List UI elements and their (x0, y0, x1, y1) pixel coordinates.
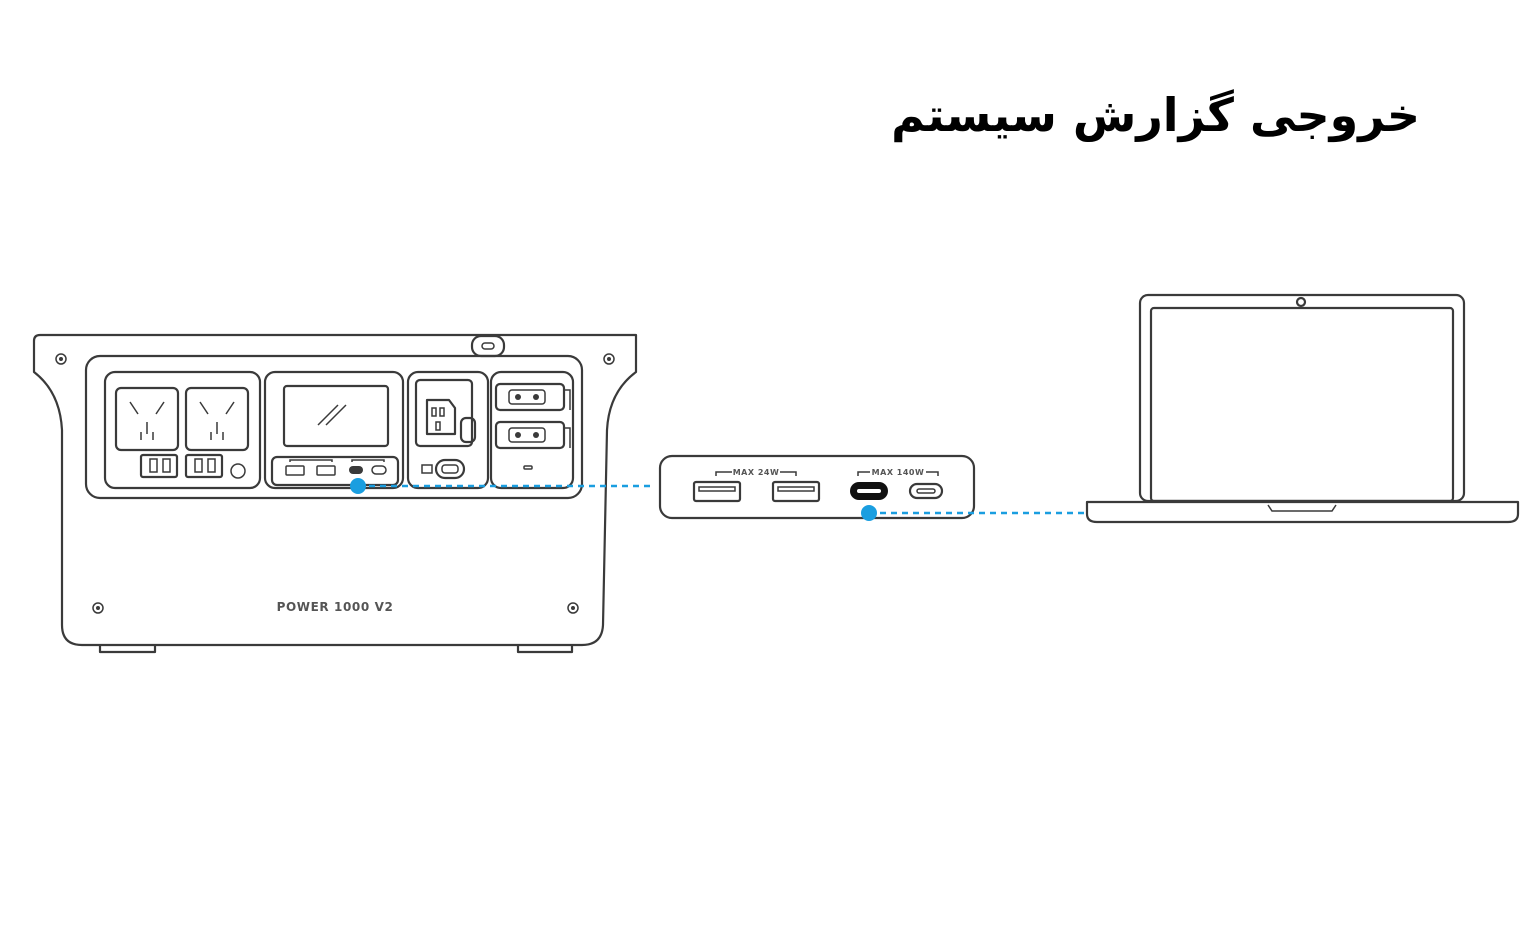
usb-c-port-icon (850, 482, 888, 500)
page-title: خروجی گزارش سیستم (891, 88, 1420, 142)
usb-a-port-icon (771, 480, 821, 503)
laptop-icon (1085, 293, 1520, 524)
usb-panel-zoom: MAX 24W MAX 140W (658, 454, 976, 520)
ac-outlet-icon (114, 386, 250, 452)
model-label: POWER 1000 V2 (277, 600, 394, 614)
usb-c-port-icon (908, 482, 944, 500)
screw-icon (55, 353, 615, 614)
usb-c-group-label: MAX 140W (872, 468, 925, 477)
connection-line (350, 478, 1085, 521)
power-station-icon: POWER 1000 V2 (32, 333, 638, 654)
usb-a-group-label: MAX 24W (733, 468, 780, 477)
usb-a-port-icon (692, 480, 742, 503)
